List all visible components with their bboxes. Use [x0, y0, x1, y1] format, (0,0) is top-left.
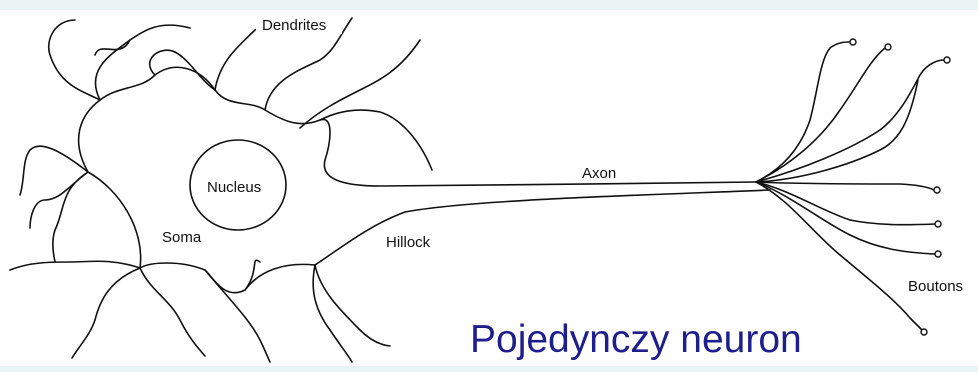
dendrite	[72, 268, 140, 358]
dendrite	[215, 24, 315, 90]
bouton	[935, 251, 941, 257]
dendrite	[175, 52, 215, 90]
axon-terminal	[756, 42, 850, 182]
dendrite	[315, 265, 390, 346]
bouton	[921, 329, 927, 335]
axon-terminal	[756, 182, 935, 225]
label-soma: Soma	[162, 229, 202, 246]
label-axon: Axon	[582, 165, 616, 182]
axon-terminal	[756, 182, 934, 190]
dendrite	[10, 261, 140, 270]
axon-terminal	[756, 60, 944, 182]
dendrite	[320, 110, 432, 170]
bouton	[944, 57, 950, 63]
bouton	[934, 187, 940, 193]
label-dendrites: Dendrites	[262, 17, 326, 34]
label-nucleus: Nucleus	[207, 179, 261, 196]
caption-title: Pojedynczy neuron	[470, 318, 802, 362]
dendrite	[20, 146, 88, 195]
bouton	[935, 221, 941, 227]
dendrite	[300, 40, 420, 128]
axon-terminal	[756, 48, 885, 182]
bouton	[850, 39, 856, 45]
axon-terminal	[756, 182, 922, 330]
label-hillock: Hillock	[386, 234, 431, 251]
soma-outline	[79, 67, 756, 186]
dendrite	[95, 25, 190, 100]
bottom-band	[0, 366, 978, 372]
dendrite	[140, 268, 205, 356]
dendrite	[53, 172, 88, 262]
dendrite	[205, 270, 270, 362]
dendrite	[49, 20, 100, 100]
label-boutons: Boutons	[908, 278, 963, 295]
dendrite	[245, 260, 260, 290]
bouton	[885, 44, 891, 50]
